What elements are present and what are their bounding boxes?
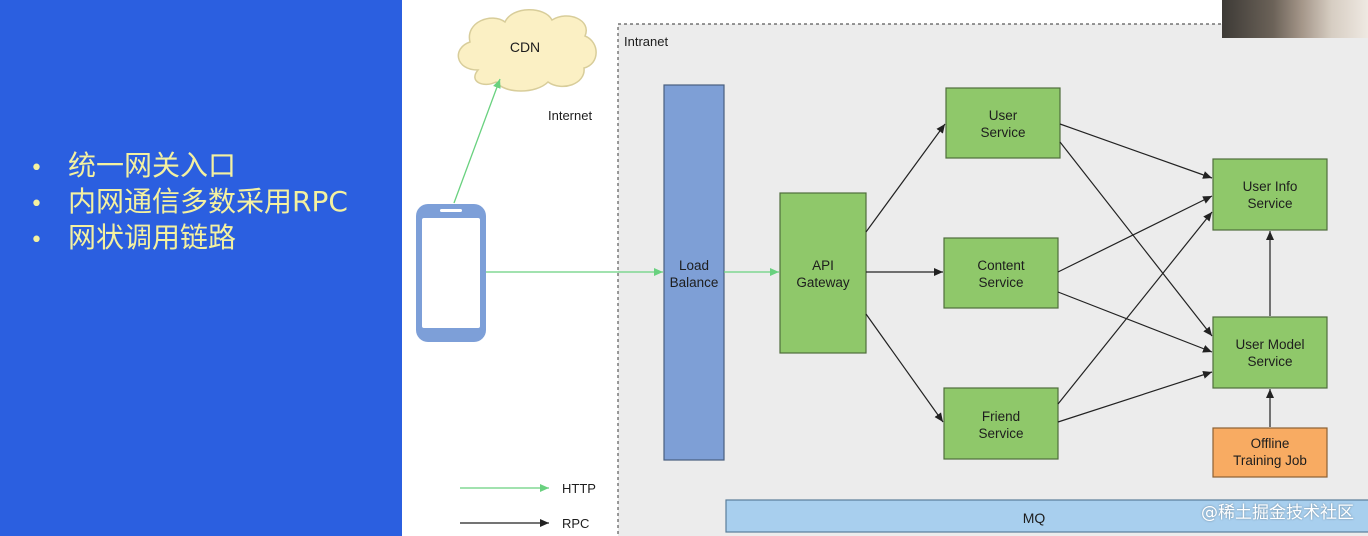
offline-training-job-box	[1212, 427, 1328, 478]
user-model-service-label-line2: Service	[1247, 354, 1292, 369]
user-service-box	[945, 87, 1061, 159]
user-info-service-label-line1: User Info	[1243, 179, 1298, 194]
bullet-item: • 网状调用链路	[30, 220, 348, 256]
phone-speaker	[440, 209, 462, 212]
user-model-service-box	[1212, 316, 1328, 389]
bullet-text: 内网通信多数采用RPC	[68, 185, 348, 218]
watermark: @稀土掘金技术社区	[1201, 503, 1354, 523]
legend-http-label: HTTP	[562, 481, 596, 496]
api-gateway-box	[779, 192, 867, 354]
cdn-label: CDN	[510, 39, 540, 55]
http-arrow-phone-to-cdn	[453, 78, 501, 204]
slide-panel: • 统一网关入口 • 内网通信多数采用RPC • 网状调用链路	[0, 0, 402, 536]
cdn-cloud: CDN	[457, 9, 597, 92]
rpc-arrow-content-to-user-model	[1057, 291, 1213, 353]
offline-training-job-label-line2: Training Job	[1233, 453, 1307, 468]
bullet-item: • 内网通信多数采用RPC	[30, 184, 348, 220]
bullet-dot: •	[30, 228, 43, 253]
rpc-arrow-friend-to-user-model	[1057, 370, 1213, 423]
friend-service-label-line2: Service	[978, 426, 1023, 441]
load-balancer-label-line1: Load	[679, 258, 709, 273]
phone-screen	[422, 218, 480, 328]
api-gateway-label-line1: API	[812, 258, 834, 273]
rpc-arrow-gateway-to-user-service	[865, 123, 946, 233]
mq-bar	[725, 499, 1368, 533]
content-service-label-line2: Service	[978, 275, 1023, 290]
cdn-cloud-shape	[457, 9, 597, 92]
bullet-dot: •	[30, 192, 43, 217]
content-service-box	[943, 237, 1059, 309]
legend: HTTP RPC	[460, 481, 596, 531]
internet-label: Internet	[548, 108, 592, 123]
offline-training-job-label-line1: Offline	[1251, 436, 1290, 451]
user-service-label-line1: User	[989, 108, 1018, 123]
rpc-arrow-user-to-user-info	[1059, 123, 1213, 179]
user-service-label-line2: Service	[980, 125, 1025, 140]
api-gateway-label-line2: Gateway	[796, 275, 850, 290]
user-info-service-label-line2: Service	[1247, 196, 1292, 211]
load-balancer-box	[663, 84, 725, 461]
bullet-text: 网状调用链路	[68, 221, 237, 254]
legend-rpc-label: RPC	[562, 516, 589, 531]
smartphone-icon	[416, 204, 486, 342]
rpc-arrow-friend-to-user-info	[1057, 211, 1213, 405]
bullet-text: 统一网关入口	[68, 149, 237, 182]
content-service-label-line1: Content	[977, 258, 1025, 273]
intranet-label: Intranet	[624, 34, 668, 49]
rpc-arrow-content-to-user-info	[1057, 195, 1213, 273]
friend-service-box	[943, 387, 1059, 460]
user-model-service-label-line1: User Model	[1235, 337, 1304, 352]
bullet-dot: •	[30, 156, 43, 181]
load-balancer-label-line2: Balance	[670, 275, 719, 290]
user-info-service-box	[1212, 158, 1328, 231]
webcam-overlay	[1222, 0, 1368, 38]
bullet-item: • 统一网关入口	[30, 148, 348, 184]
friend-service-label-line1: Friend	[982, 409, 1020, 424]
bullet-list: • 统一网关入口 • 内网通信多数采用RPC • 网状调用链路	[30, 148, 348, 256]
rpc-arrow-gateway-to-friend-service	[865, 313, 944, 423]
rpc-arrow-user-to-user-model	[1059, 141, 1213, 337]
mq-label: MQ	[1023, 510, 1046, 526]
